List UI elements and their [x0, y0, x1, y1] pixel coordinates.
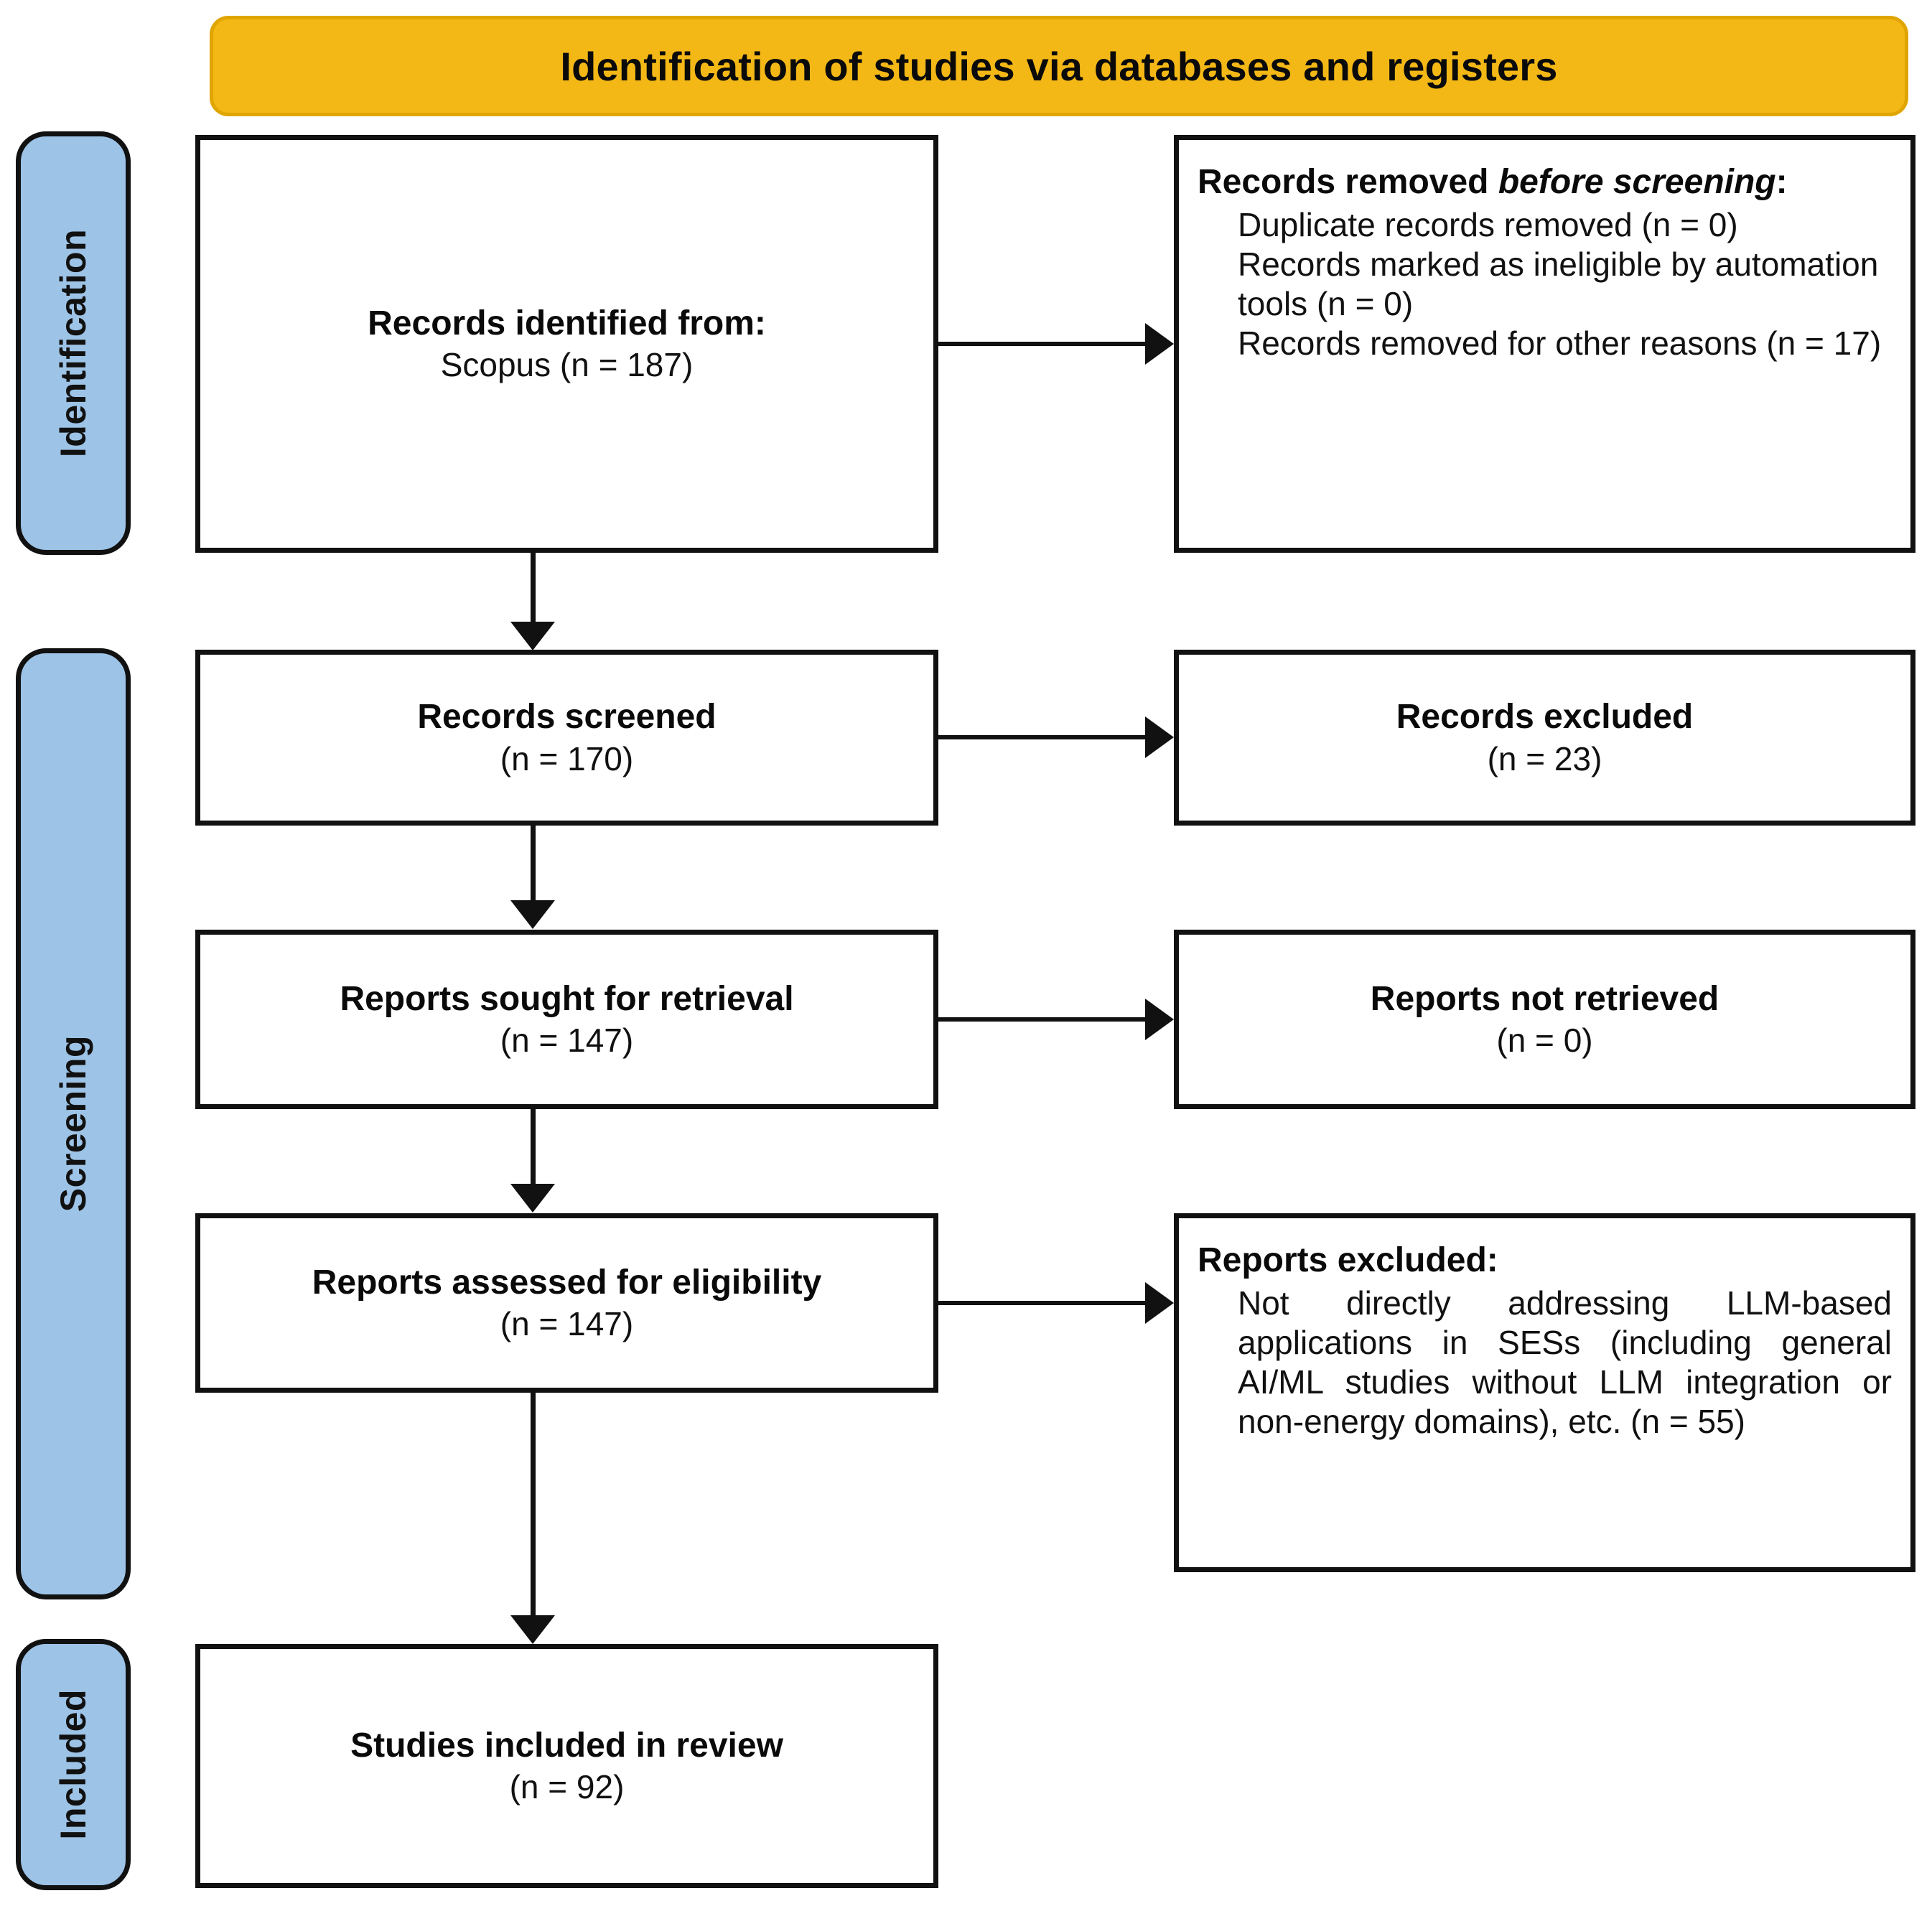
stage-label-included-text: Included: [53, 1689, 93, 1840]
box-records-identified: Records identified from: Scopus (n = 187…: [195, 135, 938, 553]
box-records-removed-details: Duplicate records removed (n = 0) Record…: [1198, 205, 1892, 364]
box-reports-sought-count: (n = 147): [500, 1022, 634, 1060]
box-records-screened: Records screened (n = 170): [195, 650, 938, 826]
box-reports-not-retrieved: Reports not retrieved (n = 0): [1174, 930, 1915, 1109]
connector-assessed-to-included-line: [531, 1393, 536, 1617]
stage-label-screening-text: Screening: [53, 1035, 93, 1213]
box-records-removed-title-tail: :: [1775, 163, 1788, 201]
diagram-header-banner: Identification of studies via databases …: [210, 16, 1908, 116]
arrowhead-right-icon: [1145, 323, 1174, 365]
stage-label-identification-text: Identification: [53, 228, 93, 458]
box-reports-assessed: Reports assessed for eligibility (n = 14…: [195, 1213, 938, 1393]
connector-identified-to-screened-line: [531, 553, 536, 623]
box-reports-sought: Reports sought for retrieval (n = 147): [195, 930, 938, 1109]
box-reports-assessed-count: (n = 147): [500, 1305, 634, 1343]
box-reports-assessed-title: Reports assessed for eligibility: [312, 1263, 822, 1302]
box-reports-excluded-title: Reports excluded:: [1198, 1241, 1498, 1279]
box-records-screened-count: (n = 170): [500, 739, 634, 777]
box-records-removed-title-italic: before screening: [1498, 163, 1776, 201]
box-records-identified-count: Scopus (n = 187): [440, 346, 694, 384]
connector-screened-to-sought-line: [531, 826, 536, 902]
box-studies-included: Studies included in review (n = 92): [195, 1644, 938, 1888]
arrowhead-down-icon: [510, 1615, 555, 1644]
arrowhead-right-icon: [1145, 1282, 1174, 1324]
connector-identified-to-removed-line: [938, 342, 1147, 346]
box-records-excluded: Records excluded (n = 23): [1174, 650, 1915, 826]
arrowhead-down-icon: [510, 900, 555, 929]
banner-title: Identification of studies via databases …: [560, 43, 1558, 89]
box-records-removed-title: Records removed before screening:: [1198, 162, 1788, 204]
stage-label-identification: Identification: [16, 131, 131, 555]
list-item: Duplicate records removed (n = 0): [1238, 205, 1738, 243]
box-reports-excluded: Reports excluded: Not directly addressin…: [1174, 1213, 1915, 1572]
arrowhead-right-icon: [1145, 999, 1174, 1040]
connector-sought-to-assessed-line: [531, 1109, 536, 1185]
list-item: Records marked as ineligible by automati…: [1238, 245, 1879, 322]
box-studies-included-title: Studies included in review: [350, 1726, 783, 1765]
box-records-excluded-title: Records excluded: [1396, 698, 1694, 737]
connector-screened-to-excluded-line: [938, 735, 1147, 739]
list-item: Records removed for other reasons (n = 1…: [1238, 324, 1882, 363]
box-reports-not-retrieved-title: Reports not retrieved: [1370, 979, 1719, 1018]
box-records-removed: Records removed before screening: Duplic…: [1174, 135, 1915, 553]
box-records-removed-title-plain: Records removed: [1198, 163, 1498, 201]
box-reports-not-retrieved-count: (n = 0): [1496, 1022, 1593, 1060]
stage-label-screening: Screening: [16, 648, 131, 1599]
box-reports-excluded-details: Not directly addressing LLM-based applic…: [1198, 1284, 1892, 1442]
box-records-excluded-count: (n = 23): [1487, 739, 1602, 777]
arrowhead-right-icon: [1145, 716, 1174, 758]
arrowhead-down-icon: [510, 1184, 555, 1213]
list-item: Not directly addressing LLM-based applic…: [1238, 1284, 1892, 1441]
box-reports-sought-title: Reports sought for retrieval: [340, 979, 794, 1018]
connector-sought-to-notretrieved-line: [938, 1017, 1147, 1022]
arrowhead-down-icon: [510, 622, 555, 650]
box-studies-included-count: (n = 92): [509, 1768, 625, 1806]
connector-assessed-to-reportsexcluded-line: [938, 1301, 1147, 1305]
box-records-identified-title: Records identified from:: [368, 304, 766, 342]
stage-label-included: Included: [16, 1639, 131, 1890]
box-records-screened-title: Records screened: [417, 698, 717, 737]
